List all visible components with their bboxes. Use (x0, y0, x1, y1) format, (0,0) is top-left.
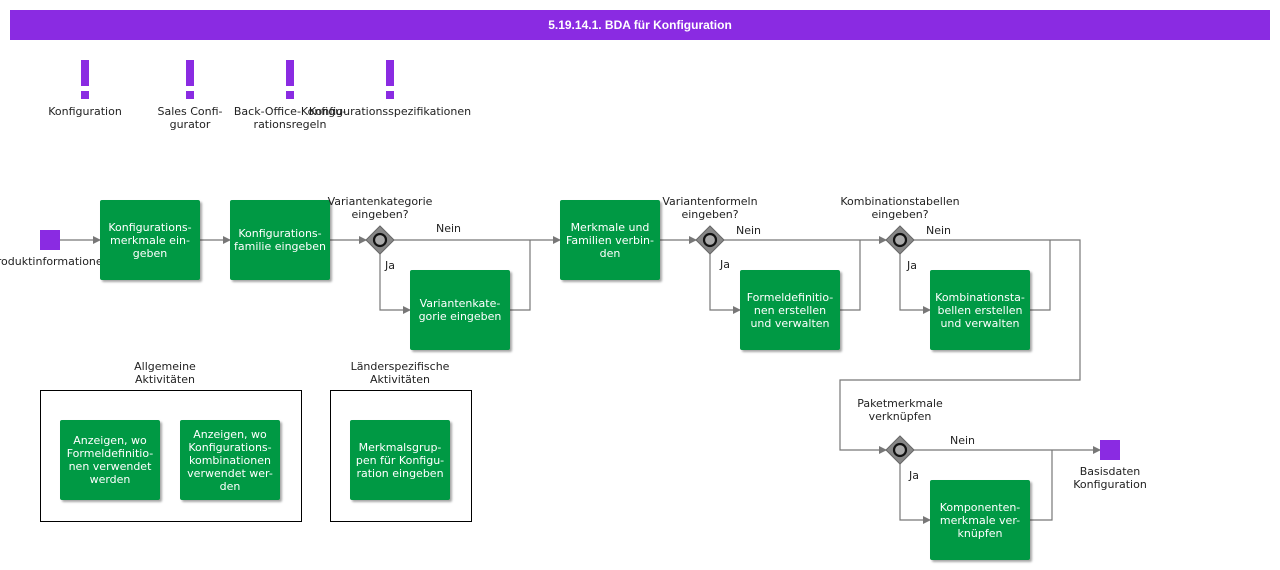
group-laenderspezifische-aktivitaeten (330, 390, 472, 522)
task-merkmale-familien[interactable]: Merkmale und Familien verbin- den (560, 200, 660, 280)
gateway-label-paketmerkmale: Paketmerkmale verknüpfen (857, 397, 943, 423)
end-event[interactable] (1100, 440, 1120, 460)
branch-label-no: Nein (950, 434, 976, 447)
task-konfigurationsfamilie[interactable]: Konfigurations- familie eingeben (230, 200, 330, 280)
start-event[interactable] (40, 230, 60, 250)
task-komponentenmerkmale[interactable]: Komponenten- merkmale ver- knüpfen (930, 480, 1030, 560)
gateway-label-kombinationstabellen: Kombinationstabellen eingeben? (840, 195, 960, 221)
category-label-back-office: Back-Office-Konfigu- rationsregeln (233, 105, 347, 131)
gateway-icon (885, 225, 915, 255)
branch-label-yes: Ja (907, 259, 917, 272)
branch-label-yes: Ja (720, 258, 730, 271)
category-label-spezifikationen: Konfigurationsspezifikationen (308, 105, 472, 118)
branch-label-no: Nein (736, 224, 762, 237)
group-allgemeine-aktivitaeten (40, 390, 302, 522)
gateway-label-variantenformeln: Variantenformeln eingeben? (662, 195, 758, 221)
gateway-icon (885, 435, 915, 465)
diagram-title: 5.19.14.1. BDA für Konfiguration (10, 10, 1270, 40)
task-kombinationstabellen[interactable]: Kombinationsta- bellen erstellen und ver… (930, 270, 1030, 350)
exclamation-icon (386, 60, 394, 99)
task-merkmalsgruppen[interactable]: Merkmalsgrup- pen für Konfigu- ration ei… (350, 420, 450, 500)
task-formeldefinitionen[interactable]: Formeldefinitio- nen erstellen und verwa… (740, 270, 840, 350)
gateway-icon (695, 225, 725, 255)
task-konfigurationsmerkmale[interactable]: Konfigurations- merkmale ein- geben (100, 200, 200, 280)
exclamation-icon (286, 60, 294, 99)
category-label-sales-configurator: Sales Confi- gurator (157, 105, 223, 131)
branch-label-no: Nein (436, 222, 462, 235)
task-anzeigen-formeldefinitionen[interactable]: Anzeigen, wo Formeldefinitio- nen verwen… (60, 420, 160, 500)
branch-label-no: Nein (926, 224, 952, 237)
group-label-laenderspezifische: Länderspezifische Aktivitäten (350, 360, 450, 386)
category-label-konfiguration: Konfiguration (48, 105, 122, 118)
start-event-label: Produktinformationen (0, 255, 110, 268)
exclamation-icon (81, 60, 89, 99)
task-anzeigen-konfigurationskombinationen[interactable]: Anzeigen, wo Konfigurations- kombination… (180, 420, 280, 500)
exclamation-icon (186, 60, 194, 99)
branch-label-yes: Ja (385, 259, 395, 272)
gateway-label-variantenkategorie: Variantenkategorie eingeben? (327, 195, 433, 221)
group-label-allgemeine: Allgemeine Aktivitäten (134, 360, 196, 386)
task-variantenkategorie[interactable]: Variantenkate- gorie eingeben (410, 270, 510, 350)
branch-label-yes: Ja (909, 469, 919, 482)
gateway-icon (365, 225, 395, 255)
end-event-label: Basisdaten Konfiguration (1073, 465, 1147, 491)
